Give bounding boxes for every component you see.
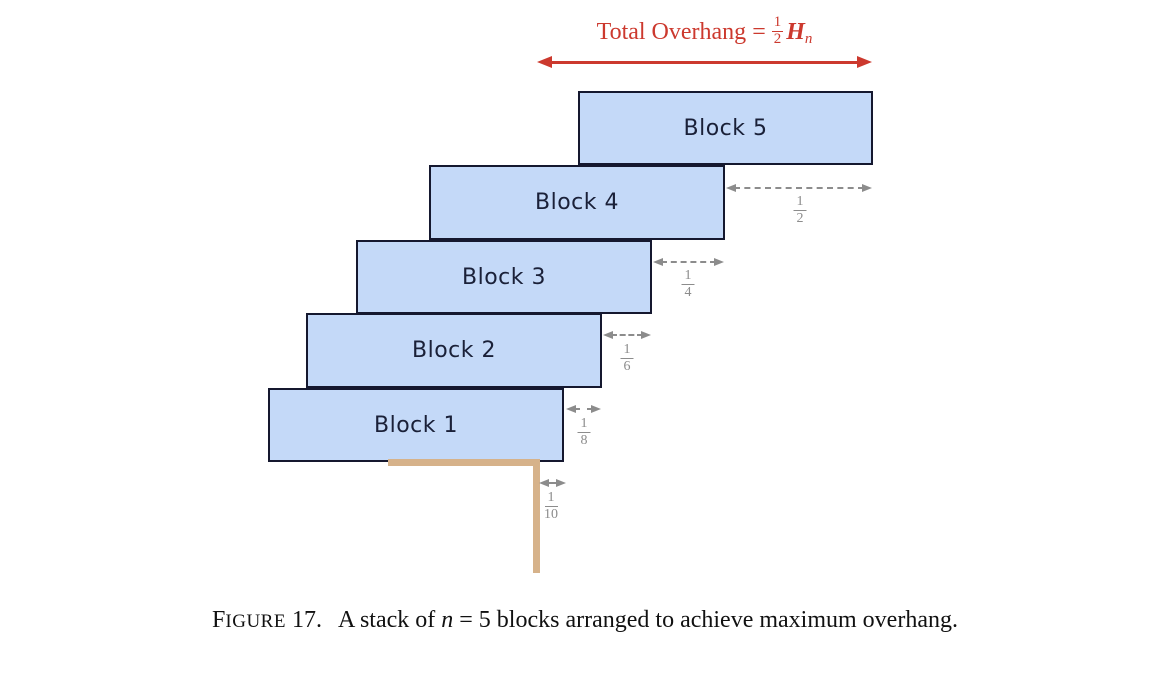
overhang-fraction-tenth: 1 10 (544, 490, 558, 523)
overhang-arrow-eighth (566, 402, 601, 416)
overhang-fraction-quarter: 1 4 (681, 268, 695, 301)
overhang-arrow-sixth (603, 328, 651, 342)
right-arrowhead-icon (714, 258, 724, 266)
arrow-shaft (661, 261, 716, 263)
caption-figure-rest: IGURE (225, 611, 286, 632)
arrow-shaft (611, 334, 643, 336)
overhang-arrow-tenth (539, 476, 566, 490)
block-1: Block 1 (268, 388, 564, 462)
table-edge-vertical (533, 459, 540, 573)
block-4: Block 4 (429, 165, 725, 240)
height-variable-subscript: n (804, 30, 813, 47)
block-2-label: Block 2 (412, 338, 496, 363)
left-arrowhead-icon (537, 56, 552, 68)
block-3: Block 3 (356, 240, 652, 314)
block-4-label: Block 4 (535, 190, 619, 215)
left-arrowhead-icon (603, 331, 613, 339)
block-5: Block 5 (578, 91, 873, 165)
right-arrowhead-icon (857, 56, 872, 68)
caption-figure-number: 17. (291, 607, 322, 633)
overhang-arrow-quarter (653, 255, 724, 269)
arrow-shaft (734, 187, 864, 189)
caption-body-before: A stack of (337, 607, 436, 633)
height-variable: H (786, 18, 805, 45)
right-arrowhead-icon (862, 184, 872, 192)
overhang-arrow-half (726, 181, 872, 195)
overhang-fraction-eighth: 1 8 (577, 416, 591, 449)
left-arrowhead-icon (566, 405, 576, 413)
left-arrowhead-icon (653, 258, 663, 266)
arrow-shaft (574, 408, 593, 410)
right-arrowhead-icon (641, 331, 651, 339)
block-2: Block 2 (306, 313, 602, 388)
left-arrowhead-icon (539, 479, 549, 487)
arrow-shaft (547, 482, 558, 484)
overhang-fraction-sixth: 1 6 (620, 342, 634, 375)
caption-variable-n: n (441, 607, 454, 633)
equals-sign: = (752, 18, 766, 45)
total-overhang-arrow (537, 54, 872, 70)
overhang-fraction-half: 1 2 (793, 194, 807, 227)
right-arrowhead-icon (556, 479, 566, 487)
left-arrowhead-icon (726, 184, 736, 192)
total-overhang-text: Total Overhang (596, 18, 747, 45)
arrow-shaft (549, 60, 860, 64)
block-3-label: Block 3 (462, 264, 546, 290)
caption-body-after: = 5 blocks arranged to achieve maximum o… (459, 607, 958, 633)
table-edge-horizontal (388, 459, 540, 466)
right-arrowhead-icon (591, 405, 601, 413)
block-1-label: Block 1 (374, 412, 458, 438)
block-5-label: Block 5 (683, 115, 768, 141)
caption-figure-initial: F (212, 607, 226, 633)
